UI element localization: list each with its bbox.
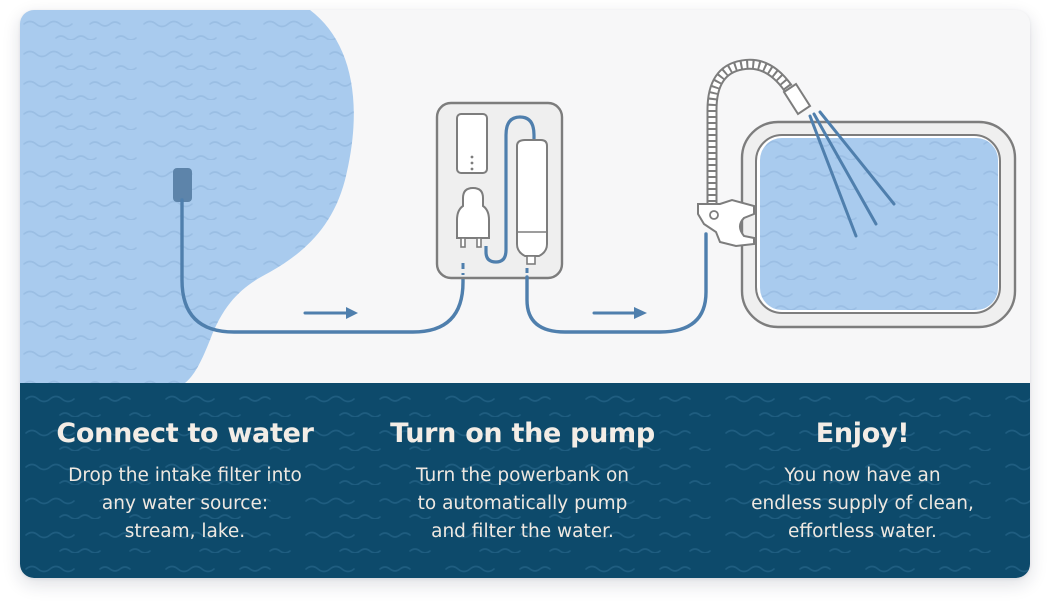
step-title: Enjoy!	[815, 418, 910, 449]
spray-nozzle-icon	[782, 82, 896, 238]
step-description: Turn the powerbank on to automatically p…	[350, 462, 695, 546]
how-it-works-card: Connect to water Drop the intake filter …	[20, 10, 1030, 578]
step-description: You now have an endless supply of clean,…	[695, 462, 1030, 546]
step-turn-on-pump: Turn on the pump Turn the powerbank on t…	[350, 383, 695, 578]
filter-cartridge-icon	[516, 139, 548, 265]
step-description-line: any water source:	[101, 493, 269, 514]
step-description-line: to automatically pump	[417, 493, 628, 514]
steps-list: Connect to water Drop the intake filter …	[20, 383, 1030, 578]
plug-icon	[456, 186, 490, 248]
step-title: Turn on the pump	[390, 418, 655, 449]
step-description-line: and filter the water.	[431, 521, 614, 542]
step-description-line: endless supply of clean,	[751, 493, 974, 514]
intake-filter-icon	[173, 168, 192, 202]
powerbank-icon	[456, 113, 488, 174]
step-connect-to-water: Connect to water Drop the intake filter …	[20, 383, 350, 578]
process-illustration	[20, 10, 1030, 383]
step-description-line: You now have an	[784, 465, 941, 486]
step-enjoy: Enjoy! You now have an endless supply of…	[695, 383, 1030, 578]
step-description-line: stream, lake.	[124, 521, 246, 542]
step-description-line: Turn the powerbank on	[416, 465, 629, 486]
flexible-hose-icon	[706, 58, 793, 206]
step-description-line: effortless water.	[788, 521, 937, 542]
steps-band: Connect to water Drop the intake filter …	[20, 383, 1030, 578]
clamp-icon	[697, 198, 755, 248]
water-tank-icon	[740, 120, 1017, 329]
flow-arrow-icon	[303, 307, 358, 319]
flow-arrow-icon	[592, 307, 647, 319]
step-description: Drop the intake filter into any water so…	[20, 462, 350, 546]
step-description-line: Drop the intake filter into	[68, 465, 302, 486]
step-title: Connect to water	[56, 418, 314, 449]
